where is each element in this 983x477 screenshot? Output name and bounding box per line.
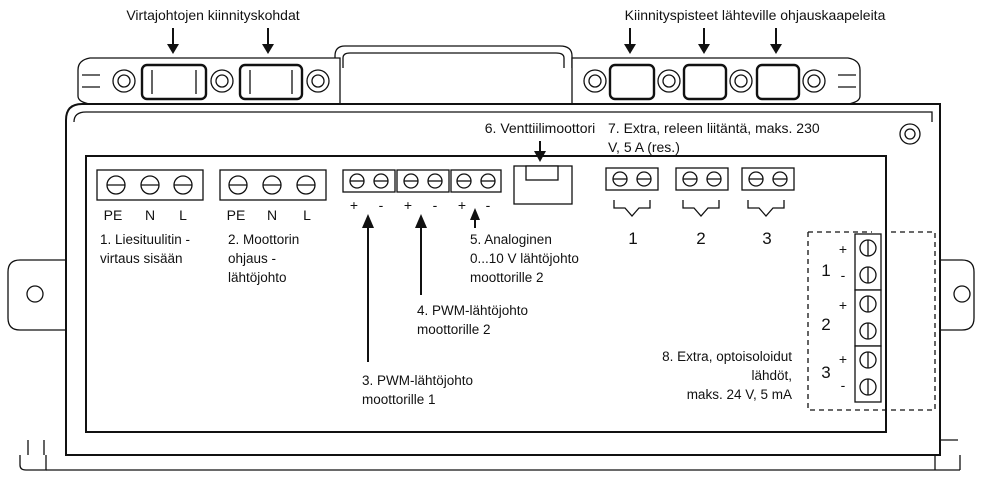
opto-2-plus: + [839, 297, 847, 313]
pwm-arrows [362, 208, 480, 362]
t2-pin-pe: PE [227, 207, 246, 223]
opto-outputs [807, 231, 936, 411]
label-6: 6. Venttiilimoottori [485, 120, 596, 136]
valve-arrow [534, 141, 546, 162]
t1-pin-l: L [179, 207, 187, 223]
terminal-block-1 [96, 169, 204, 201]
label-5-line-1: 5. Analoginen [470, 232, 552, 247]
label-1-line-1: 1. Liesituulitin - [100, 232, 190, 247]
label-8-line-1: 8. Extra, optoisoloidut [662, 349, 792, 364]
opto-3-minus: - [841, 377, 846, 393]
pwm2-minus: - [433, 197, 438, 213]
label-2-line-1: 2. Moottorin [228, 232, 299, 247]
relay-number-3: 3 [762, 229, 771, 248]
valve-motor-connector [513, 165, 573, 205]
relay-terminals [605, 167, 795, 217]
label-7-line-1: 7. Extra, releen liitäntä, maks. 230 [608, 120, 820, 136]
label-4-line-1: 4. PWM-lähtöjohto [417, 303, 528, 318]
analog-plus: + [458, 197, 466, 213]
pwm1-minus: - [379, 197, 384, 213]
control-cable-mounts-label: Kiinnityspisteet lähteville ohjauskaapel… [625, 7, 886, 23]
power-cable-mounts-label: Virtajohtojen kiinnityskohdat [126, 7, 299, 23]
opto-1-minus: - [841, 267, 846, 283]
left-cable-clamp [77, 57, 341, 105]
terminal-block-2 [219, 169, 327, 201]
t2-pin-n: N [267, 207, 277, 223]
label-8-line-2: lähdöt, [751, 368, 792, 383]
label-2-line-2: ohjaus - [228, 251, 276, 266]
relay-number-2: 2 [696, 229, 705, 248]
pwm1-plus: + [350, 197, 358, 213]
opto-number-1: 1 [821, 261, 830, 280]
pwm2-plus: + [404, 197, 412, 213]
relay-number-1: 1 [628, 229, 637, 248]
t2-pin-l: L [303, 207, 311, 223]
label-5-line-2: 0...10 V lähtöjohto [470, 251, 579, 266]
label-3-line-2: moottorille 1 [362, 392, 436, 407]
label-3-line-1: 3. PWM-lähtöjohto [362, 373, 473, 388]
label-5-line-3: moottorille 2 [470, 270, 544, 285]
label-8-line-3: maks. 24 V, 5 mA [687, 387, 792, 402]
opto-number-3: 3 [821, 363, 830, 382]
label-7-line-2: V, 5 A (res.) [608, 139, 680, 155]
opto-number-2: 2 [821, 315, 830, 334]
opto-1-plus: + [839, 241, 847, 257]
t1-pin-n: N [145, 207, 155, 223]
pwm-terminals [342, 169, 502, 193]
enclosure [7, 103, 975, 471]
label-1-line-2: virtaus sisään [100, 251, 183, 266]
label-2-line-3: lähtöjohto [228, 270, 287, 285]
top-arrows [167, 28, 782, 54]
right-cable-clamp [571, 57, 861, 105]
label-4-line-2: moottorille 2 [417, 322, 491, 337]
analog-minus: - [486, 197, 491, 213]
t1-pin-pe: PE [104, 207, 123, 223]
opto-3-plus: + [839, 351, 847, 367]
top-bracket [334, 45, 573, 68]
pcb-board [85, 155, 887, 433]
